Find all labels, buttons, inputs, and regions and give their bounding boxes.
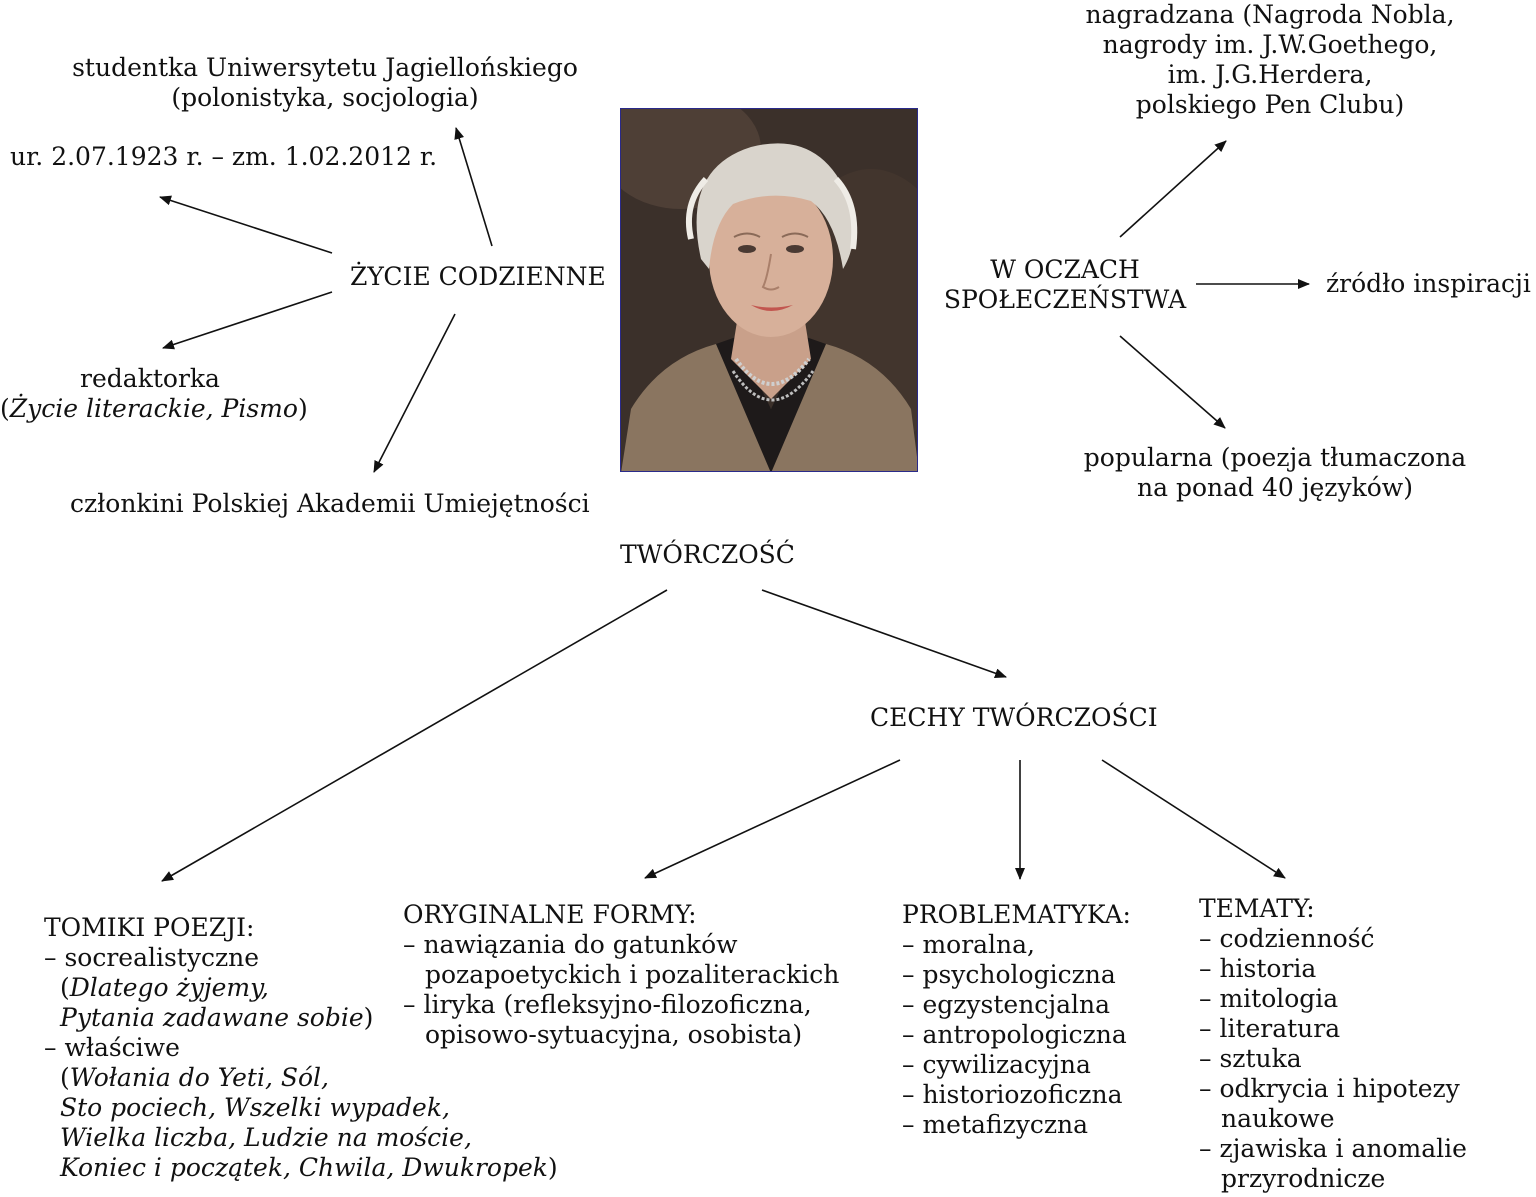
work-title: Pytania zadawane sobie [60, 1003, 364, 1032]
node-popularna-line2: na ponad 40 języków) [1137, 473, 1413, 502]
redaktorka-titles: Życie literackie, Pismo [9, 394, 298, 423]
tematy-item: – odkrycia i hipotezy [1199, 1074, 1460, 1103]
arrow-to-nagrody [1119, 140, 1227, 238]
hub-spoleczenstwo-line2: SPOŁECZEŃSTWA [943, 285, 1187, 314]
node-oryginalne-formy: ORYGINALNE FORMY: – nawiązania do gatunk… [403, 900, 839, 1050]
arrow-to-czlonkini [373, 313, 456, 473]
problematyka-item: – historiozoficzna [902, 1080, 1123, 1109]
tomiki-socrealistyczne: – socrealistyczne [44, 943, 260, 972]
hub-zycie-codzienne: ŻYCIE CODZIENNE [350, 262, 606, 291]
node-redaktorka-line1: redaktorka [80, 364, 220, 393]
formy-title: ORYGINALNE FORMY: [403, 900, 697, 929]
tomiki-wl-works-4: Koniec i początek, Chwila, Dwukropek) [44, 1153, 558, 1183]
node-zrodlo-inspiracji: źródło inspiracji [1326, 269, 1531, 298]
problematyka-item: – cywilizacyjna [902, 1050, 1091, 1079]
node-nagrody-line1: nagradzana (Nagroda Nobla, [1085, 0, 1455, 29]
tematy-item: – literatura [1199, 1014, 1341, 1043]
problematyka-item: – psychologiczna [902, 960, 1116, 989]
node-czlonkini: członkini Polskiej Akademii Umiejętności [70, 489, 590, 518]
work-title: Koniec i początek, Chwila, Dwukropek [60, 1153, 548, 1182]
node-problematyka: PROBLEMATYKA: – moralna, – psychologiczn… [902, 900, 1131, 1140]
tomiki-title: TOMIKI POEZJI: [44, 913, 255, 942]
arrow-to-cechy [761, 589, 1007, 679]
formy-line3: – liryka (refleksyjno-filozoficzna, [403, 990, 812, 1019]
problematyka-item: – moralna, [902, 930, 1036, 959]
node-tomiki-poezji: TOMIKI POEZJI: – socrealistyczne (Dlateg… [44, 913, 558, 1183]
arrow-to-redaktorka [162, 291, 333, 350]
arrow-to-tomiki [161, 589, 668, 882]
problematyka-item: – egzystencjalna [902, 990, 1110, 1019]
problematyka-item: – antropologiczna [902, 1020, 1127, 1049]
work-title: Wołania do Yeti, Sól, [69, 1063, 329, 1092]
node-redaktorka: redaktorka (Życie literackie, Pismo) [0, 364, 308, 424]
node-nagrody-line4: polskiego Pen Clubu) [1135, 90, 1405, 119]
arrow-to-formy [644, 759, 901, 879]
tomiki-wl-works-1: (Wołania do Yeti, Sól, [44, 1063, 558, 1093]
node-studentka: studentka Uniwersytetu Jagiellońskiego (… [70, 53, 580, 113]
tematy-item: – zjawiska i anomalie [1199, 1134, 1467, 1163]
problematyka-item: – metafizyczna [902, 1110, 1089, 1139]
node-redaktorka-line2: (Życie literackie, Pismo) [0, 394, 308, 424]
tematy-item: – codzienność [1199, 924, 1375, 953]
paren-open: ( [0, 394, 10, 423]
problematyka-title: PROBLEMATYKA: [902, 900, 1131, 929]
tematy-item: – mitologia [1199, 984, 1339, 1013]
arrow-to-popularna [1119, 335, 1226, 429]
tomiki-socr-works-2: Pytania zadawane sobie) [44, 1003, 558, 1033]
portrait-photo [620, 108, 918, 472]
node-studentka-line1: studentka Uniwersytetu Jagiellońskiego [72, 53, 578, 82]
hub-spoleczenstwo-line1: W OCZACH [990, 255, 1140, 284]
tematy-title: TEMATY: [1199, 894, 1315, 923]
arrow-to-studentka [454, 127, 493, 247]
node-studentka-line2: (polonistyka, socjologia) [171, 83, 479, 112]
node-nagrody-line2: nagrody im. J.W.Goethego, [1102, 30, 1438, 59]
hub-w-oczach-spoleczenstwa: W OCZACH SPOŁECZEŃSTWA [930, 255, 1200, 315]
formy-line4: opisowo-sytuacyjna, osobista) [425, 1020, 803, 1049]
tomiki-wl-works-3: Wielka liczba, Ludzie na moście, [60, 1123, 472, 1152]
node-nagrody-line3: im. J.G.Herdera, [1167, 60, 1373, 89]
node-nagrody: nagradzana (Nagroda Nobla, nagrody im. J… [1080, 0, 1460, 120]
tematy-item-cont: przyrodnicze [1221, 1164, 1386, 1193]
node-popularna: popularna (poezja tłumaczona na ponad 40… [1070, 443, 1480, 503]
node-dates: ur. 2.07.1923 r. – zm. 1.02.2012 r. [10, 142, 438, 171]
paren-close: ) [547, 1153, 558, 1182]
paren-close: ) [297, 394, 308, 423]
tematy-item: – historia [1199, 954, 1317, 983]
arrow-to-dates [159, 195, 333, 254]
work-title: Dlatego żyjemy, [69, 973, 269, 1002]
tomiki-wl-works-2: Sto pociech, Wszelki wypadek, [60, 1093, 450, 1122]
node-cechy-tworczosci: CECHY TWÓRCZOŚCI [870, 703, 1158, 732]
paren-open: ( [60, 973, 70, 1002]
paren-close: ) [363, 1003, 374, 1032]
paren-open: ( [60, 1063, 70, 1092]
tematy-item-cont: naukowe [1221, 1104, 1335, 1133]
formy-line2: pozapoetyckich i pozaliterackich [425, 960, 840, 989]
node-tematy: TEMATY: – codzienność – historia – mitol… [1199, 894, 1467, 1194]
tomiki-wlasciwe: – właściwe [44, 1033, 180, 1062]
tomiki-socr-works-1: (Dlatego żyjemy, [44, 973, 558, 1003]
hub-tworczosc: TWÓRCZOŚĆ [620, 540, 795, 569]
node-popularna-line1: popularna (poezja tłumaczona [1083, 443, 1467, 472]
formy-line1: – nawiązania do gatunków [403, 930, 738, 959]
tematy-item: – sztuka [1199, 1044, 1302, 1073]
arrow-to-tematy [1101, 759, 1286, 879]
portrait-illustration [621, 109, 917, 471]
